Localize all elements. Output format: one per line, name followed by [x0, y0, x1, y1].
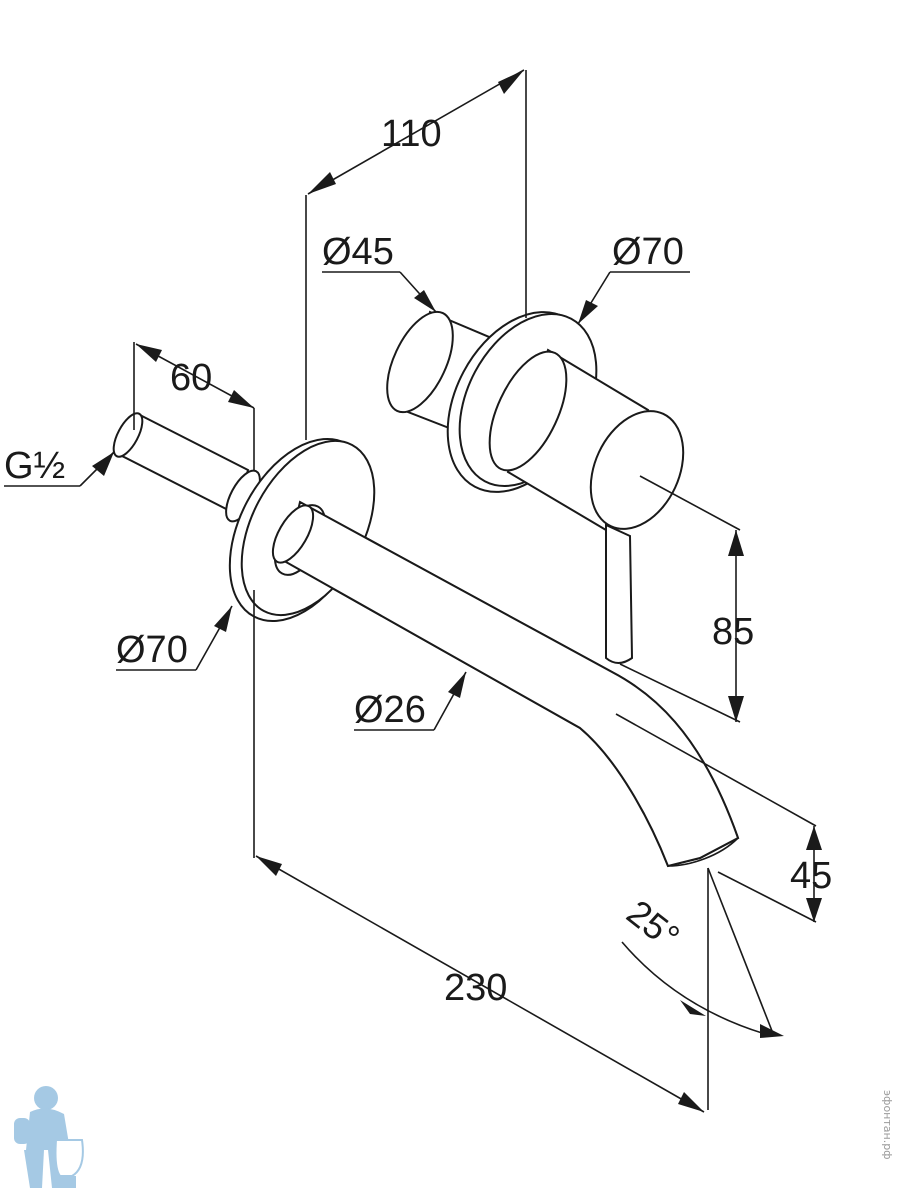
dim-85-label: 85 — [712, 611, 754, 653]
dimension-45: 45 — [615, 713, 832, 923]
dimension-110: 110 — [305, 69, 527, 440]
dim-dia26-label: Ø26 — [354, 689, 426, 731]
dim-dia70-handle-label: Ø70 — [612, 231, 684, 273]
dimension-85: 85 — [619, 475, 754, 723]
dimension-dia45: Ø45 — [322, 231, 437, 313]
dimension-dia70-spout: Ø70 — [116, 605, 233, 671]
dim-45-label: 45 — [790, 855, 832, 897]
watermark-text: эфонтан.рф — [881, 1090, 894, 1160]
dim-60-label: 60 — [170, 357, 212, 399]
dim-angle-label: 25° — [619, 892, 687, 958]
dim-230-label: 230 — [444, 967, 507, 1009]
dimension-dia70-handle: Ø70 — [577, 231, 690, 325]
dim-dia45-label: Ø45 — [322, 231, 394, 273]
dim-dia70-spout-label: Ø70 — [116, 629, 188, 671]
dimension-230: 230 — [253, 590, 705, 1113]
dim-thread-label: G½ — [4, 445, 65, 487]
mixer-body — [386, 310, 685, 664]
plumber-mascot-icon — [14, 1086, 84, 1188]
dim-110-label: 110 — [381, 113, 442, 155]
dimension-dia26: Ø26 — [354, 671, 467, 731]
dimension-angle: 25° — [619, 867, 784, 1110]
spout-rosette — [228, 438, 740, 868]
dimension-thread: G½ — [4, 445, 115, 487]
dimension-60: 60 — [133, 342, 255, 470]
